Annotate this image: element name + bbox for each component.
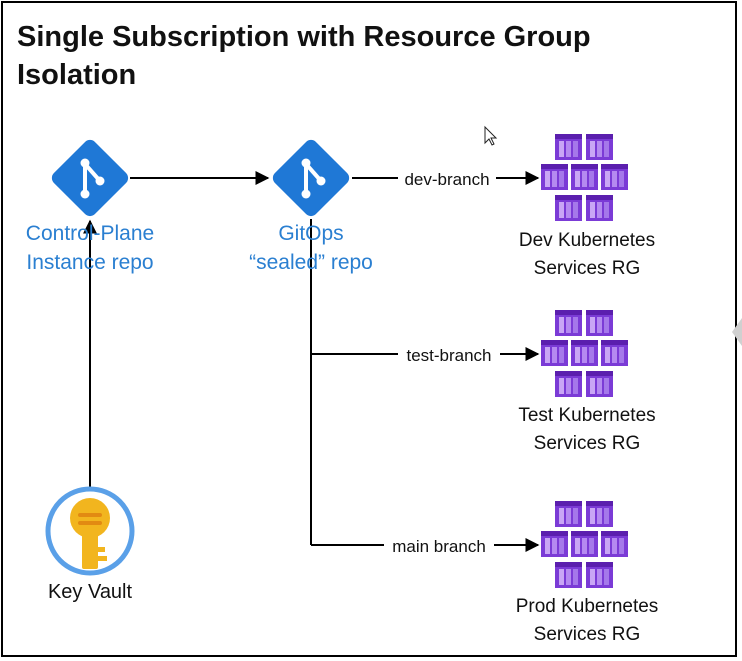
gitops-label-line1: GitOps bbox=[278, 222, 343, 245]
gitops-label-line2: “sealed” repo bbox=[249, 251, 373, 274]
test-rg-label-line1: Test Kubernetes bbox=[518, 405, 655, 426]
edge-label-test-branch: test-branch bbox=[406, 346, 491, 365]
edge-label-main-branch: main branch bbox=[392, 537, 486, 556]
kubernetes-services-icon bbox=[541, 310, 628, 397]
test-rg-label-line2: Services RG bbox=[534, 433, 641, 454]
git-icon bbox=[46, 134, 134, 222]
git-icon bbox=[267, 134, 355, 222]
dev-rg-label-line2: Services RG bbox=[534, 258, 641, 279]
mouse-cursor-icon bbox=[484, 125, 498, 146]
page-title: Single Subscription with Resource Group … bbox=[17, 21, 591, 91]
control-plane-label-line1: Control-Plane bbox=[26, 222, 154, 245]
kubernetes-services-icon bbox=[541, 501, 628, 588]
prod-rg-label-line2: Services RG bbox=[534, 624, 641, 645]
collapse-handle-icon[interactable] bbox=[732, 318, 742, 346]
kubernetes-services-icon bbox=[541, 134, 628, 221]
key-vault-icon bbox=[45, 486, 135, 576]
dev-rg-label-line1: Dev Kubernetes bbox=[519, 230, 655, 251]
edge-label-dev-branch: dev-branch bbox=[404, 170, 489, 189]
key-vault-label: Key Vault bbox=[48, 581, 133, 603]
control-plane-label-line2: Instance repo bbox=[26, 251, 153, 274]
prod-rg-label-line1: Prod Kubernetes bbox=[516, 596, 659, 617]
